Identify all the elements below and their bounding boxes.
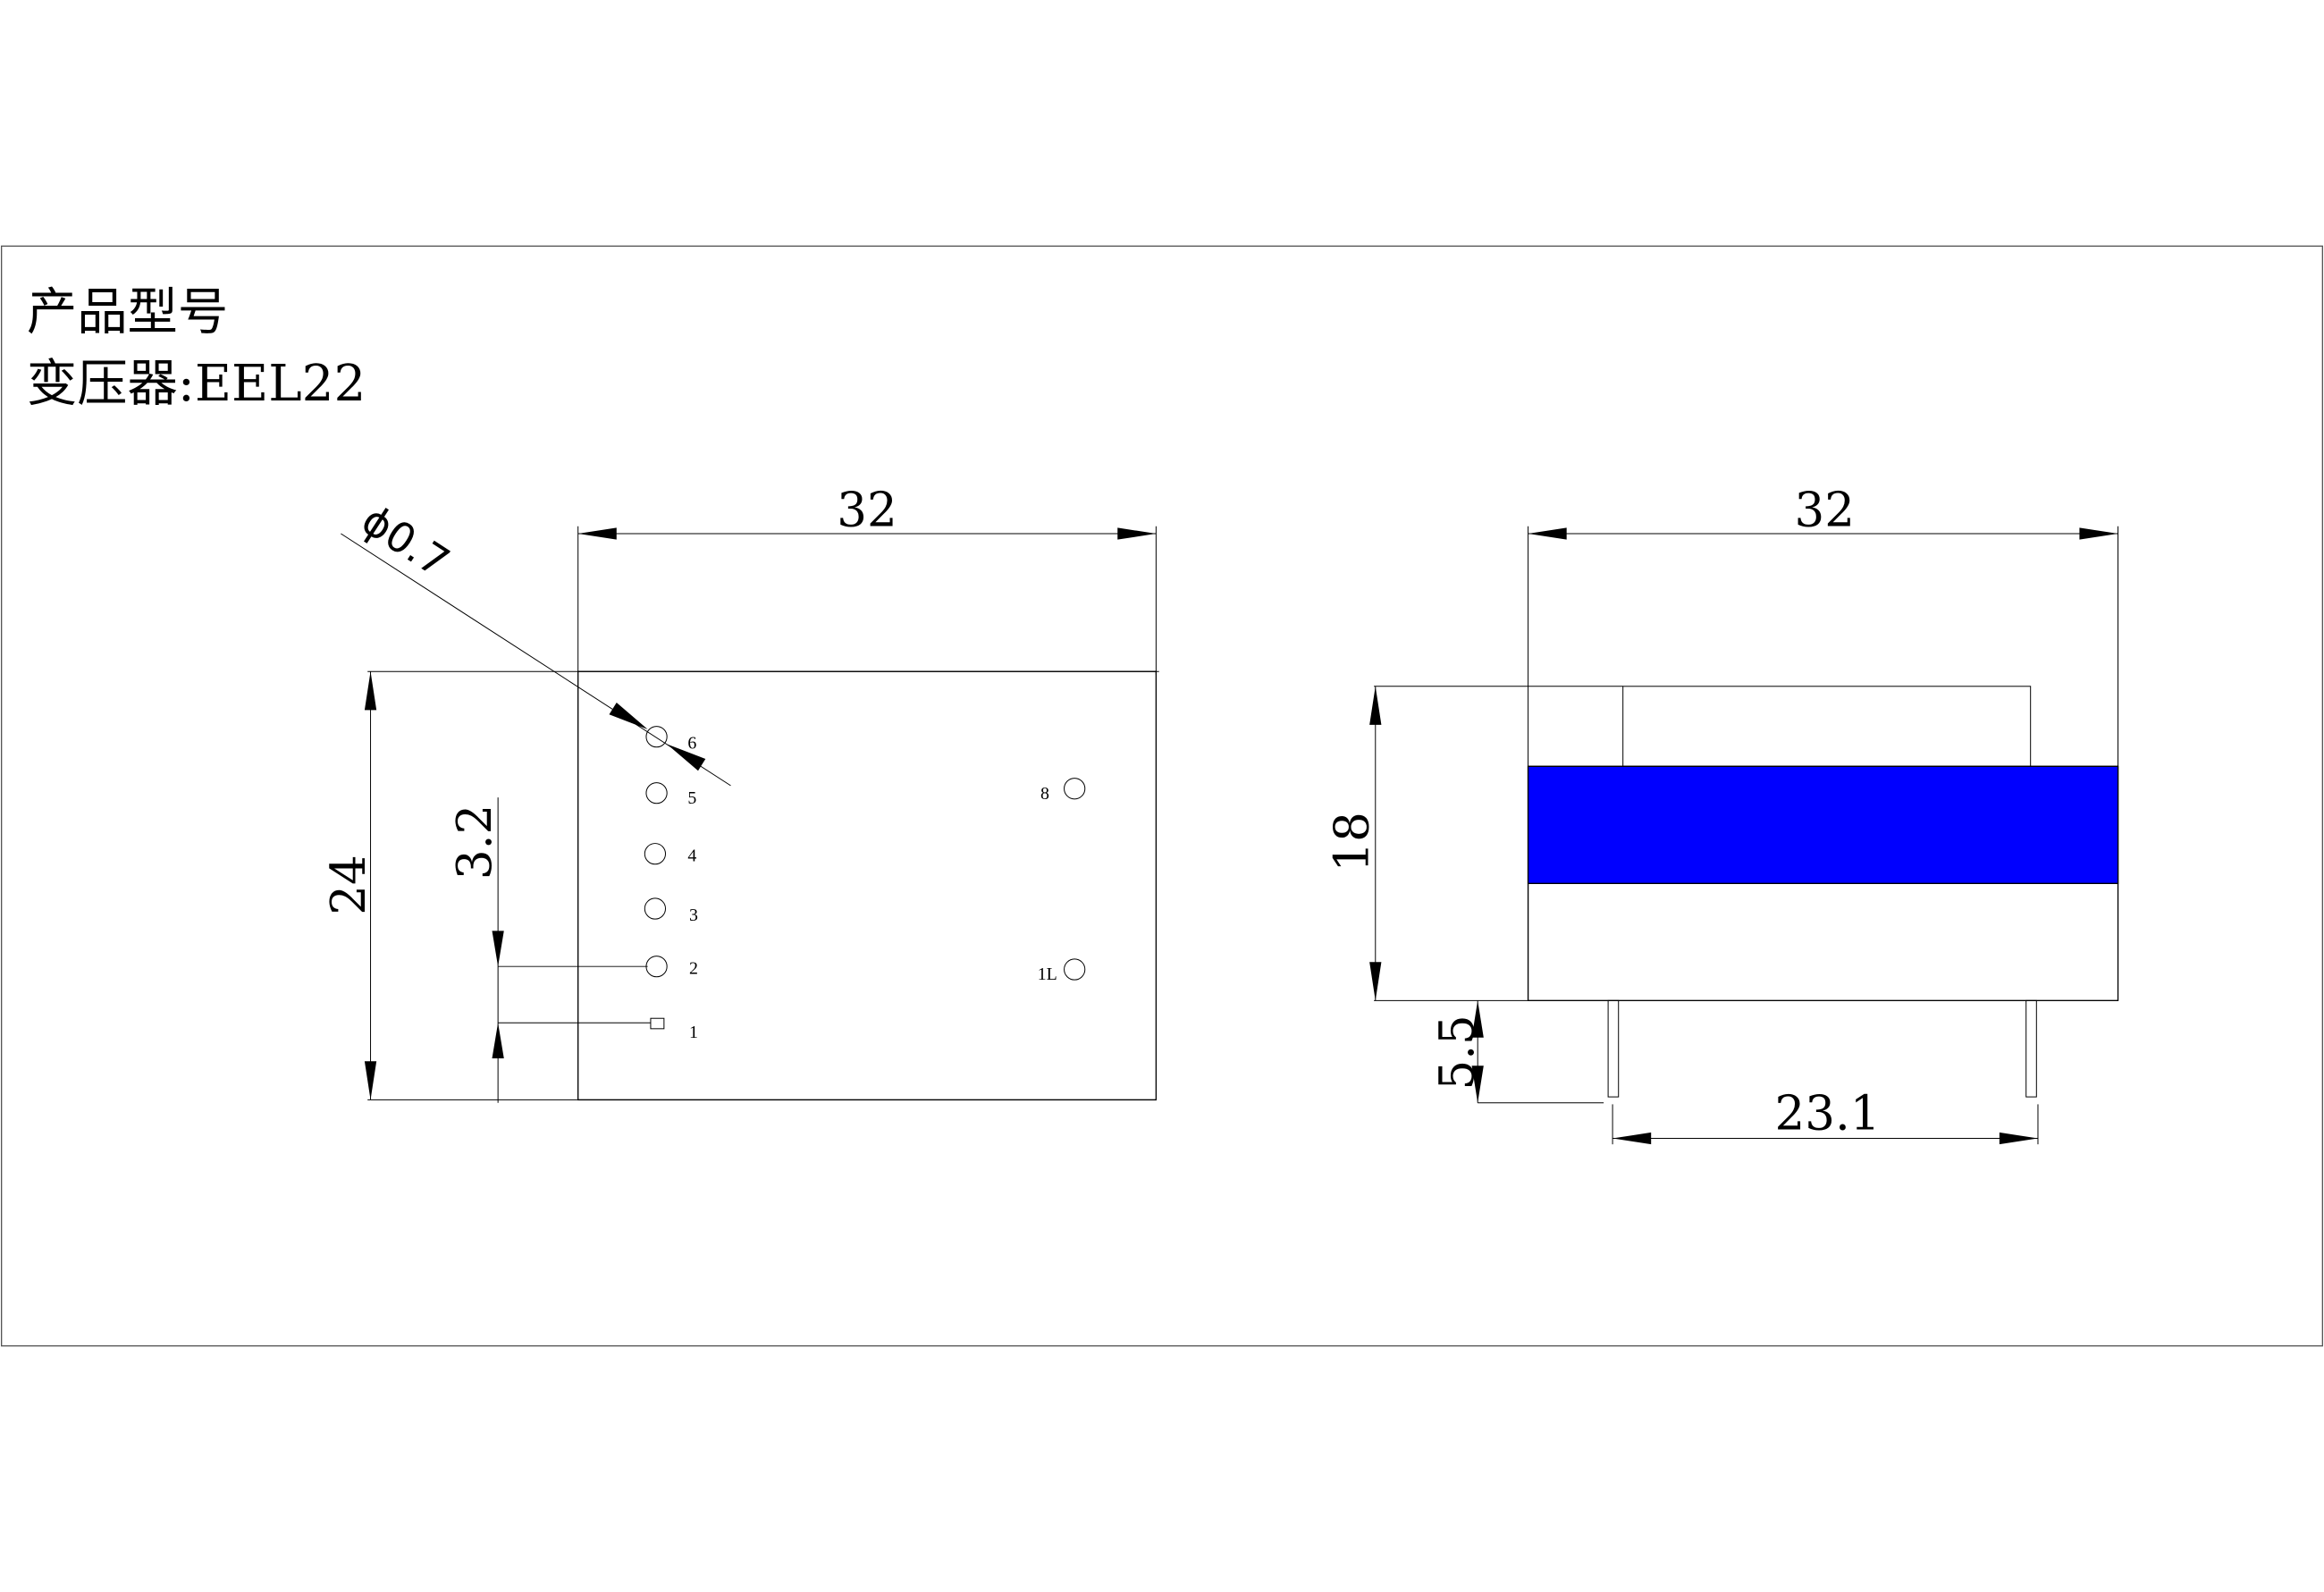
arrow-left-icon <box>1612 1132 1652 1145</box>
arrow-down-icon <box>1471 1066 1484 1103</box>
arrow-left-icon <box>577 527 617 540</box>
top-view: 32 24 3.2 6 5 4 3 2 1 8 1L ϕ0.7 <box>321 483 1159 1103</box>
arrow-right-icon <box>1999 1132 2038 1145</box>
arrow-up-icon <box>492 1023 504 1058</box>
pin-lead <box>1607 999 1620 1098</box>
pin-label: 4 <box>687 846 696 865</box>
arrow-down-icon <box>364 1061 377 1100</box>
arrow-up-icon <box>364 671 377 711</box>
arrow-up-icon <box>1369 686 1382 725</box>
pin-label: 2 <box>689 958 698 978</box>
pin-label: 1 <box>689 1023 698 1042</box>
arrow-left-icon <box>1528 527 1567 540</box>
pin-lead <box>2025 999 2037 1098</box>
arrow-icon <box>667 744 706 771</box>
top-view-body <box>577 670 1158 1101</box>
pin-label: 6 <box>687 733 696 753</box>
side-width-dim: 32 <box>1794 483 1855 538</box>
side-view: 32 18 5.5 23.1 <box>1324 483 2119 1145</box>
bobbin-top <box>1622 686 2032 767</box>
pin-pitch-dim: 3.2 <box>447 804 502 880</box>
arrow-down-icon <box>492 931 504 967</box>
pin-span-dim: 23.1 <box>1774 1086 1880 1141</box>
arrow-right-icon <box>2079 527 2118 540</box>
pin-length-dim: 5.5 <box>1429 1015 1485 1090</box>
pin-label: 3 <box>689 906 698 925</box>
top-height-dim: 24 <box>321 855 376 915</box>
pin-label: 8 <box>1040 784 1049 804</box>
arrow-up-icon <box>1471 1000 1484 1038</box>
side-height-dim: 18 <box>1324 812 1379 872</box>
top-width-dim: 32 <box>837 483 897 538</box>
arrow-down-icon <box>1369 962 1382 1001</box>
arrow-right-icon <box>1117 527 1157 540</box>
winding-band <box>1527 765 2119 884</box>
title-line-2: 变压器:EEL22 <box>27 355 366 413</box>
pin-label: 5 <box>687 788 696 808</box>
arrow-icon <box>609 703 648 729</box>
hole-dim: ϕ0.7 <box>353 495 458 586</box>
title-line-1: 产品型号 <box>27 283 228 341</box>
pin-label: 1L <box>1038 964 1057 984</box>
drawing-frame <box>0 245 2324 1347</box>
